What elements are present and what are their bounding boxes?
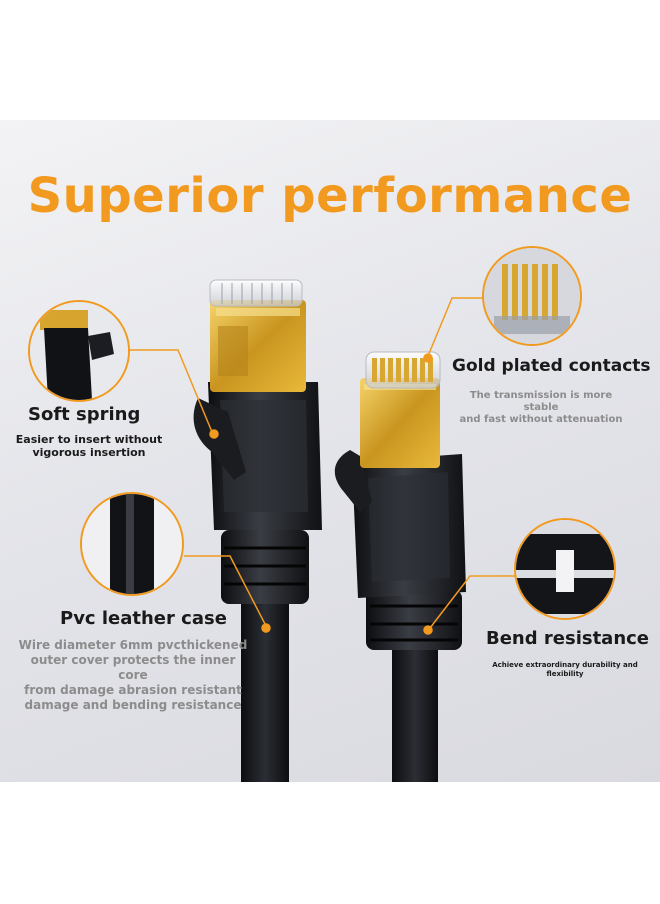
desc-line: vigorous insertion <box>32 446 146 459</box>
desc-line: Easier to insert without <box>15 433 163 446</box>
soft-spring-title: Soft spring <box>28 404 141 425</box>
pvc-case-callout <box>80 492 184 596</box>
bent-cable-icon <box>516 520 614 618</box>
left-connector <box>193 279 322 782</box>
ethernet-cable-illustration <box>128 279 516 782</box>
desc-line: and fast without attenuation <box>459 414 623 425</box>
desc-line: Achieve extraordinary durability and fle… <box>492 661 638 678</box>
pvc-case-description: Wire diameter 6mm pvcthickened outer cov… <box>14 638 252 713</box>
latch-closeup-icon <box>30 302 128 400</box>
desc-line: Wire diameter 6mm pvcthickened <box>18 638 248 652</box>
page-title: Superior performance <box>27 168 633 224</box>
cable-jacket-icon <box>82 494 182 594</box>
callout-lines <box>128 297 516 635</box>
soft-spring-description: Easier to insert without vigorous insert… <box>14 433 164 459</box>
right-connector <box>334 351 466 782</box>
gold-contacts-title: Gold plated contacts <box>452 356 651 376</box>
bend-resistance-callout <box>514 518 616 620</box>
desc-line: outer cover protects the inner core <box>30 653 236 682</box>
desc-line: damage and bending resistance <box>24 698 242 712</box>
pvc-case-title: Pvc leather case <box>60 608 227 629</box>
desc-line: The transmission is more stable <box>469 390 613 413</box>
gold-contacts-description: The transmission is more stable and fast… <box>452 390 630 426</box>
gold-pins-icon <box>484 248 580 344</box>
product-banner: Superior performance Soft spring Easier … <box>0 120 660 782</box>
bend-resistance-description: Achieve extraordinary durability and fle… <box>480 661 650 679</box>
soft-spring-callout <box>28 300 130 402</box>
gold-contacts-callout <box>482 246 582 346</box>
desc-line: from damage abrasion resistant <box>24 683 242 697</box>
bend-resistance-title: Bend resistance <box>486 628 650 649</box>
